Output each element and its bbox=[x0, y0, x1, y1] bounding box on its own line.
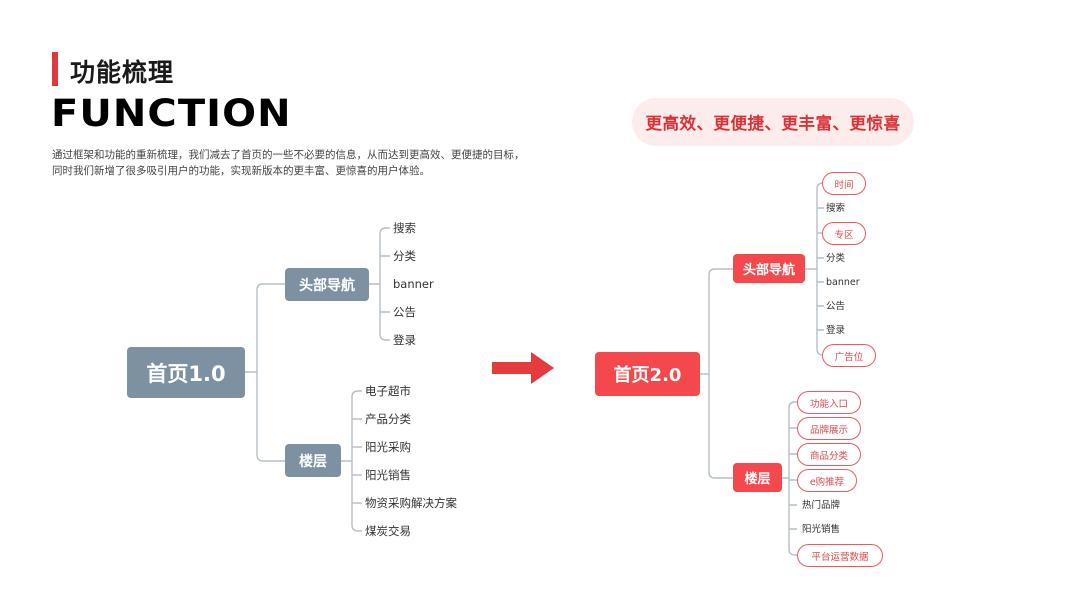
page-title: 功能梳理 bbox=[70, 58, 175, 87]
leaf-v2-product-category-new: 商品分类 bbox=[797, 443, 861, 466]
leaf-v1-coal-trading: 煤炭交易 bbox=[365, 524, 411, 538]
leaf-v2-e-recommend-new: e购推荐 bbox=[797, 469, 857, 492]
connector-old-head bbox=[369, 227, 390, 341]
leaf-v2-ad-slot-new: 广告位 bbox=[822, 344, 876, 367]
leaf-v2-login: 登录 bbox=[826, 325, 846, 336]
leaf-v2-hot-brands: 热门品牌 bbox=[802, 500, 841, 511]
leaf-v2-sunshine-sales: 阳光销售 bbox=[802, 524, 841, 535]
connector-new-head bbox=[805, 182, 824, 356]
leaf-v1-banner: banner bbox=[393, 277, 434, 291]
title-accent-bar bbox=[52, 52, 58, 86]
root-node-v2: 首页2.0 bbox=[595, 352, 700, 396]
leaf-v2-search: 搜索 bbox=[826, 203, 846, 214]
leaf-v2-zone-new: 专区 bbox=[822, 222, 866, 245]
leaf-v1-material-solution: 物资采购解决方案 bbox=[365, 496, 457, 510]
leaf-v1-login: 登录 bbox=[393, 333, 416, 347]
connector-new-root bbox=[700, 268, 733, 479]
connector-new-floor bbox=[782, 401, 797, 556]
connector-old-root bbox=[245, 283, 285, 462]
slogan-badge: 更高效、更便捷、更丰富、更惊喜 bbox=[632, 98, 914, 146]
page-description: 通过框架和功能的重新梳理，我们减去了首页的一些不必要的信息，从而达到更高效、更便… bbox=[52, 149, 525, 177]
leaf-v1-notice: 公告 bbox=[393, 305, 416, 319]
leaf-v2-time-new: 时间 bbox=[822, 172, 866, 195]
leaf-v1-search: 搜索 bbox=[393, 221, 416, 235]
arrow-right-icon bbox=[492, 352, 554, 384]
branch-node-v1-header-nav: 头部导航 bbox=[285, 268, 369, 301]
leaf-v2-category: 分类 bbox=[826, 253, 846, 264]
branch-node-v2-floor: 楼层 bbox=[733, 463, 782, 492]
leaf-v1-category: 分类 bbox=[393, 249, 416, 263]
leaf-v2-banner: banner bbox=[826, 277, 860, 288]
leaf-v1-sunshine-purchase: 阳光采购 bbox=[365, 440, 411, 454]
branch-node-v1-floor: 楼层 bbox=[285, 444, 341, 477]
leaf-v1-product-category: 产品分类 bbox=[365, 412, 411, 426]
leaf-v2-function-entry-new: 功能入口 bbox=[797, 391, 861, 414]
branch-node-v2-header-nav: 头部导航 bbox=[733, 254, 805, 283]
leaf-v2-notice: 公告 bbox=[826, 301, 846, 312]
root-node-v1: 首页1.0 bbox=[127, 347, 245, 398]
leaf-v2-platform-data-new: 平台运营数据 bbox=[797, 544, 883, 567]
connector-old-floor bbox=[341, 390, 362, 532]
leaf-v2-brand-showcase-new: 品牌展示 bbox=[797, 417, 861, 440]
leaf-v1-sunshine-sales: 阳光销售 bbox=[365, 468, 411, 482]
leaf-v1-e-supermarket: 电子超市 bbox=[365, 384, 411, 398]
page-subtitle-en: FUNCTION bbox=[51, 92, 292, 135]
